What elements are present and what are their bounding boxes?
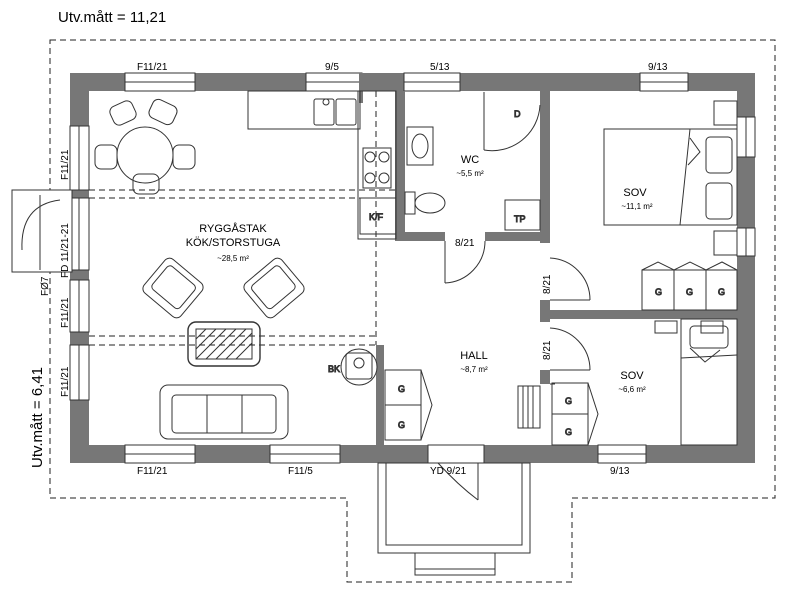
dryer-label: TP — [514, 214, 526, 224]
wood-stove: BK — [328, 348, 378, 386]
hall-area: ~8,7 m² — [460, 365, 488, 374]
wardrobe-label-3: G — [655, 287, 662, 297]
window-top-1: F11/21 — [137, 62, 168, 73]
hall-wardrobes: G G — [384, 369, 541, 441]
sov1-door-label: 8/21 — [542, 274, 553, 294]
wardrobe-label-5: G — [718, 287, 725, 297]
room-labels: RYGGÅSTAK KÖK/STORSTUGA ~28,5 m² WC ~5,5… — [186, 154, 653, 394]
window-left-4: F11/21 — [60, 366, 71, 397]
window-left-1: F11/21 — [60, 149, 71, 180]
armchairs — [142, 257, 305, 319]
wardrobe-label-7: G — [565, 427, 572, 437]
wc-name: WC — [461, 154, 479, 166]
interior-walls — [359, 73, 737, 445]
exterior-door: FØ7 — [11, 189, 73, 296]
fridge-label: K/F — [369, 212, 384, 222]
sofa — [159, 384, 289, 440]
sov2-area: ~6,6 m² — [618, 385, 646, 394]
living-name-line2: KÖK/STORSTUGA — [186, 237, 281, 249]
sov1-area: ~11,1 m² — [621, 202, 653, 211]
shower-label: D — [514, 109, 521, 119]
wc-area: ~5,5 m² — [456, 169, 484, 178]
beam-lines — [89, 91, 395, 346]
interior-doors — [444, 240, 591, 385]
dining-table — [94, 98, 196, 195]
wardrobe-label-2: G — [398, 420, 405, 430]
sov1-name: SOV — [623, 187, 647, 199]
wc-door-label: 8/21 — [455, 238, 475, 249]
window-left-3: F11/21 — [60, 297, 71, 328]
wardrobe-label-6: G — [565, 396, 572, 406]
living-area: ~28,5 m² — [217, 254, 249, 263]
living-name-line1: RYGGÅSTAK — [199, 222, 267, 235]
window-top-3: 5/13 — [430, 62, 450, 73]
entry-porch — [377, 462, 531, 576]
wc-fixtures: TP D — [404, 92, 541, 231]
window-top-2: 9/5 — [325, 62, 339, 73]
window-labels: F11/21 9/5 5/13 9/13 F11/21 FD 11/21-21 … — [60, 62, 668, 477]
window-bottom-2: F11/5 — [288, 466, 313, 477]
width-dimension-label: Utv.mått = 11,21 — [58, 9, 166, 26]
wardrobe-label-1: G — [398, 384, 405, 394]
height-dimension-label: Utv.mått = 6,41 — [29, 367, 46, 468]
window-left-2: FD 11/21-21 — [60, 223, 71, 278]
sov2-name: SOV — [620, 370, 644, 382]
stove-label: BK — [328, 364, 340, 374]
window-top-4: 9/13 — [648, 62, 668, 73]
hall-name: HALL — [460, 350, 488, 362]
sov2-door-label: 8/21 — [542, 340, 553, 360]
window-bottom-4: 9/13 — [610, 466, 630, 477]
sov1-furniture: G G G — [603, 100, 738, 311]
kitchen-counter: K/F — [247, 90, 397, 240]
wardrobe-label-4: G — [686, 287, 693, 297]
window-bottom-1: F11/21 — [137, 466, 168, 477]
windows — [69, 72, 756, 464]
outer-dimension-outline — [49, 39, 776, 583]
exterior-door-label: FØ7 — [40, 276, 51, 296]
window-bottom-3: YD 9/21 — [430, 466, 467, 477]
coffee-table — [187, 321, 261, 367]
sov2-furniture: G G — [551, 318, 738, 446]
